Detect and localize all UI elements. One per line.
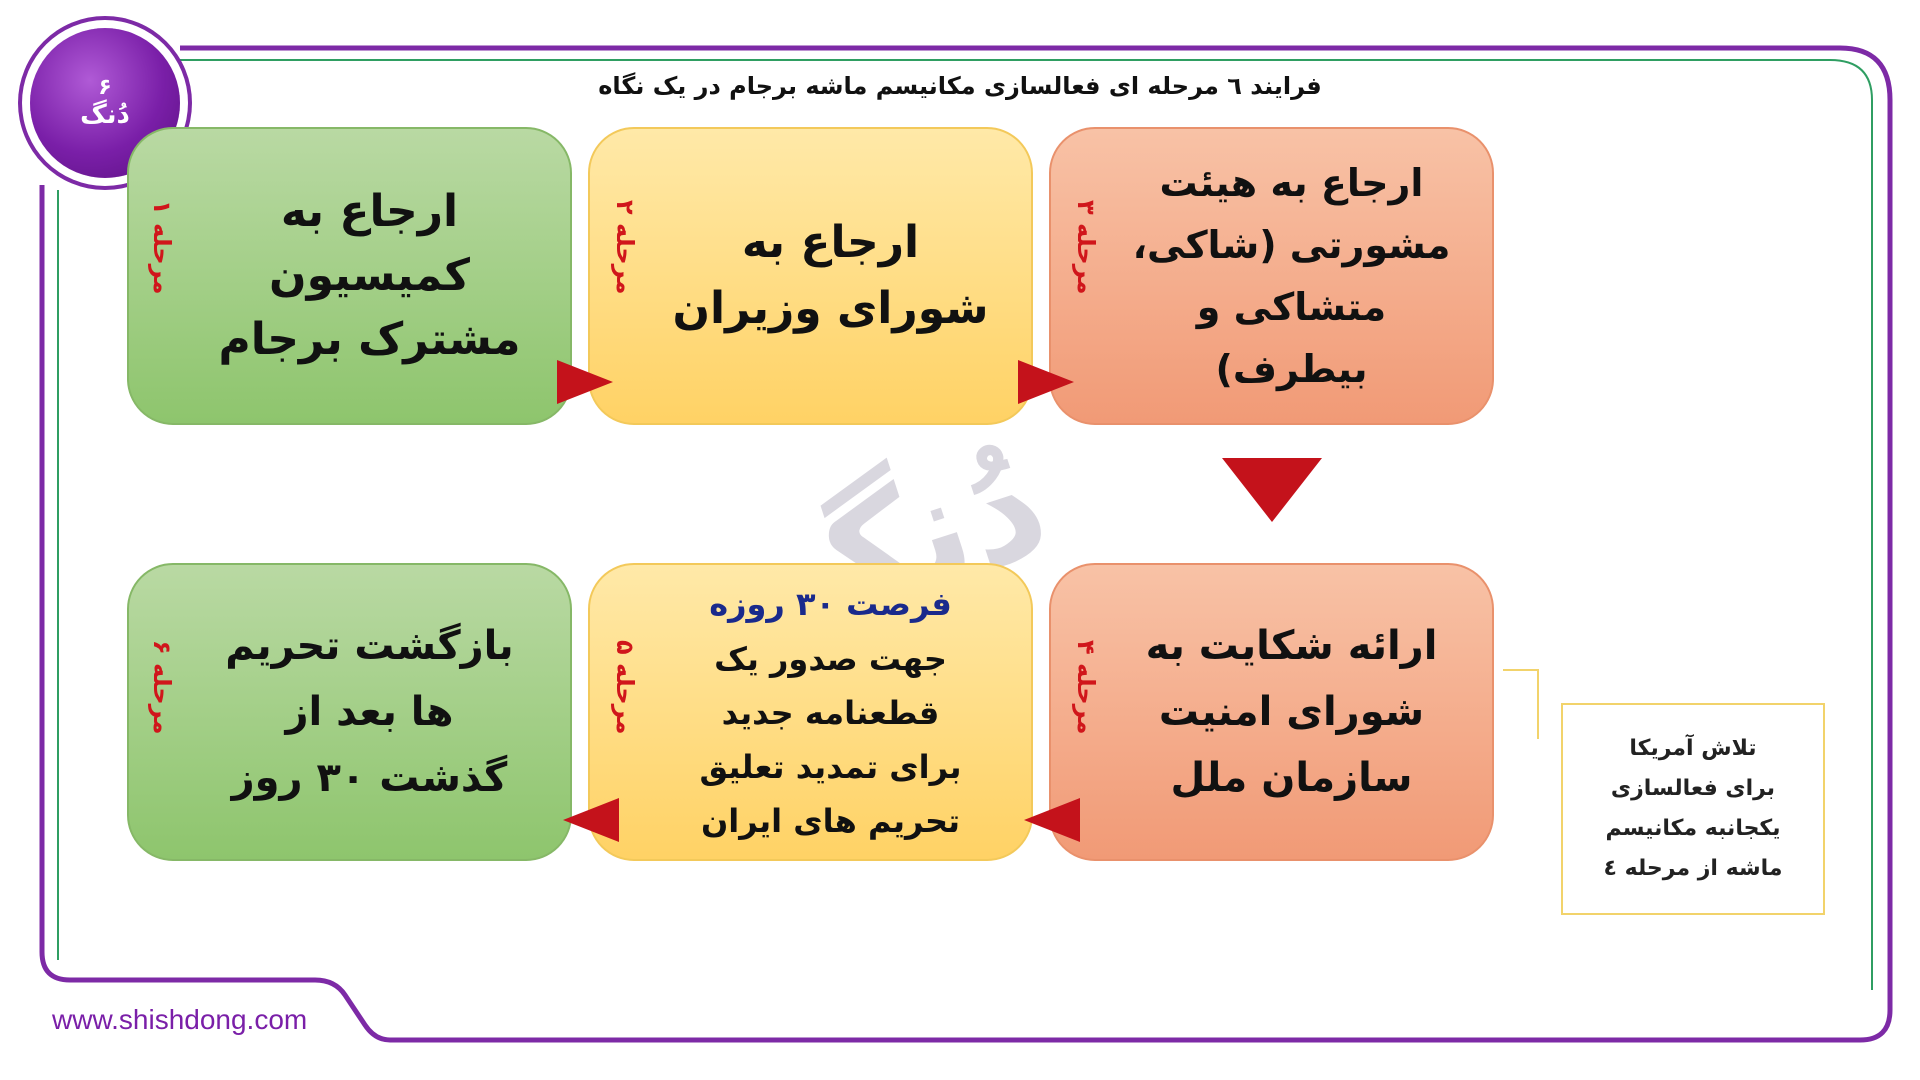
- stage-4-box: ارائه شکایت به شورای امنیت سازمان ملل: [1049, 563, 1494, 861]
- logo-number: ۶: [98, 75, 112, 100]
- stage-5-box: فرصت ۳۰ روزه جهت صدور یک قطعنامه جدید بر…: [588, 563, 1033, 861]
- stage-3-text: ارجاع به هیئت مشورتی (شاکی، متشاکی و بیط…: [1132, 161, 1451, 391]
- stage-6-label: مرحله ۶: [148, 640, 176, 735]
- stage-5-label: مرحله ۵: [611, 640, 639, 735]
- stage-6-text: بازگشت تحریم ها بعد از گذشت ۳۰ روز: [225, 623, 514, 801]
- logo-text: دُنگ: [80, 100, 130, 130]
- stage-2-box: ارجاع به شورای وزیران: [588, 127, 1033, 425]
- stage-6-box: بازگشت تحریم ها بعد از گذشت ۳۰ روز: [127, 563, 572, 861]
- diagram-title: فرایند ٦ مرحله ای فعالسازی مکانیسم ماشه …: [598, 72, 1322, 100]
- arrow-left-icon: [1024, 798, 1080, 842]
- arrow-down-icon: [1222, 458, 1322, 522]
- note-connector: [1503, 669, 1539, 739]
- stage-2-label: مرحله ۲: [611, 200, 639, 295]
- stage-1-text: ارجاع به کمیسیون مشترک برجام: [218, 186, 521, 365]
- arrow-right-icon: [557, 360, 613, 404]
- stage-5-text: جهت صدور یک قطعنامه جدید برای تمدید تعلی…: [699, 640, 962, 840]
- website-link[interactable]: www.shishdong.com: [52, 1004, 308, 1035]
- stage-3-label: مرحله ۳: [1072, 200, 1100, 295]
- stage-5-highlight: فرصت ۳۰ روزه: [709, 585, 952, 623]
- stage-3-box: ارجاع به هیئت مشورتی (شاکی، متشاکی و بیط…: [1049, 127, 1494, 425]
- stage-4-label: مرحله ۴: [1072, 640, 1100, 735]
- stage-4-text: ارائه شکایت به شورای امنیت سازمان ملل: [1145, 623, 1438, 801]
- arrow-right-icon: [1018, 360, 1074, 404]
- stage-2-text: ارجاع به شورای وزیران: [672, 217, 989, 334]
- stage-1-label: مرحله ۱: [148, 200, 176, 295]
- stage-1-box: ارجاع به کمیسیون مشترک برجام: [127, 127, 572, 425]
- arrow-left-icon: [563, 798, 619, 842]
- side-note: تلاش آمریکا برای فعالسازی یکجانبه مکانیس…: [1561, 703, 1825, 915]
